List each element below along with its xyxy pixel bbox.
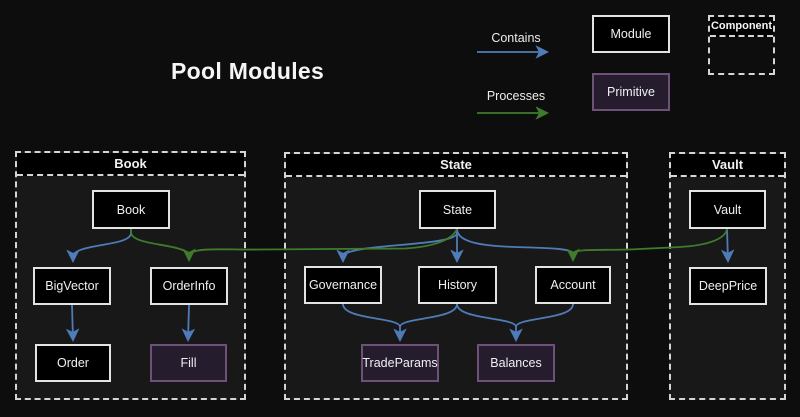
- node-book: Book: [92, 190, 170, 229]
- node-balances: Balances: [477, 344, 555, 382]
- container-vault-title: Vault: [671, 154, 784, 177]
- node-orderinfo: OrderInfo: [150, 267, 228, 305]
- page-title: Pool Modules: [171, 58, 325, 84]
- container-state-title: State: [286, 154, 626, 177]
- node-order: Order: [35, 344, 111, 382]
- edge-history-tradeparams: [399, 303, 458, 328]
- legend-contains-label: Contains: [491, 31, 541, 45]
- legend-component-label: Component: [710, 17, 773, 37]
- node-vault: Vault: [689, 190, 766, 229]
- edge-state-governance: [336, 229, 458, 264]
- node-fill: Fill: [150, 344, 227, 382]
- edge-account-balances: [515, 303, 574, 328]
- node-account: Account: [535, 266, 611, 304]
- node-tradeparams: TradeParams: [361, 344, 439, 382]
- node-state: State: [419, 190, 496, 229]
- legend-component-box: Component: [708, 15, 775, 75]
- edge-state-orderinfo: [188, 228, 458, 255]
- edge-orderinfo-fill: [181, 304, 196, 343]
- contains-edges: [65, 228, 735, 343]
- edge-bigvector-order: [65, 304, 80, 343]
- processes-edges: [130, 228, 728, 263]
- node-bigvector: BigVector: [33, 267, 111, 305]
- edge-book-bigvector: [66, 229, 132, 264]
- node-history: History: [418, 266, 497, 304]
- edge-governance-tradeparams: [342, 303, 401, 328]
- node-deepprice: DeepPrice: [689, 267, 767, 305]
- edge-history-balances: [456, 303, 517, 328]
- container-book-title: Book: [17, 153, 244, 176]
- legend-primitive-box: Primitive: [592, 73, 670, 111]
- legend-processes-label: Processes: [486, 89, 546, 103]
- edge-book-orderinfo: [130, 229, 190, 255]
- legend-module-box: Module: [592, 15, 670, 53]
- edge-vault-deepprice: [720, 228, 735, 264]
- edge-vault-account: [572, 228, 728, 254]
- edge-state-account: [456, 228, 574, 254]
- node-governance: Governance: [304, 266, 382, 304]
